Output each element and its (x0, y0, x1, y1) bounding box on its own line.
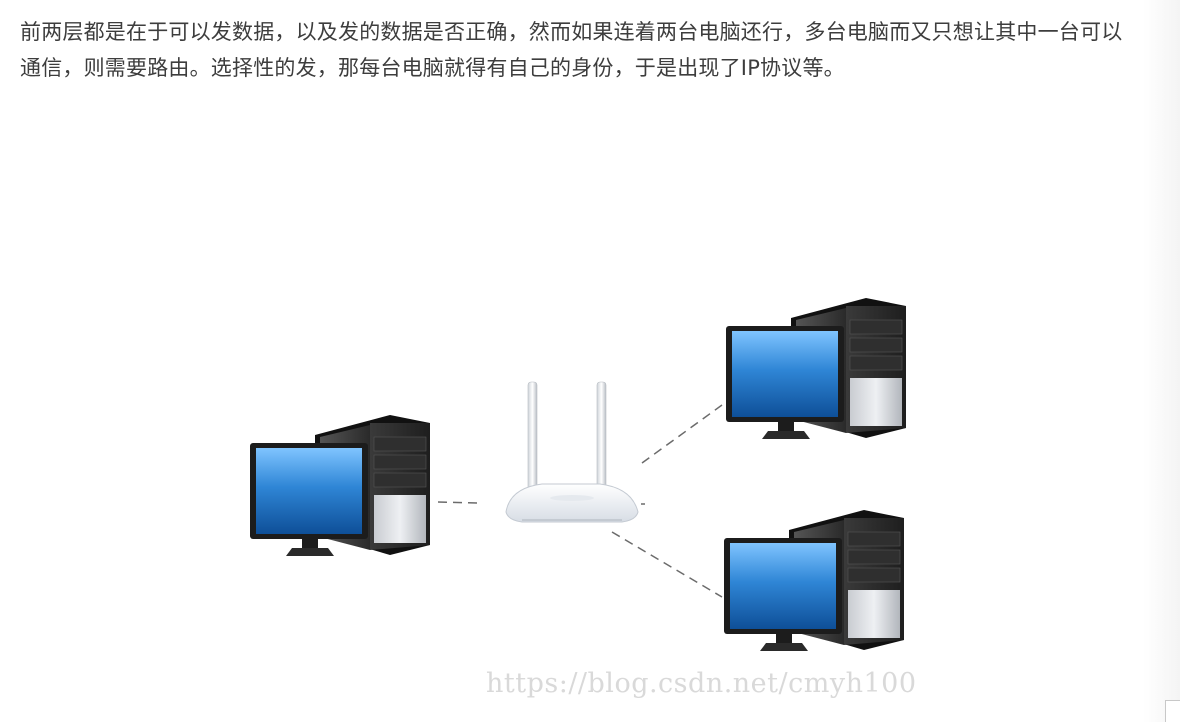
wireless-router-icon (505, 381, 639, 523)
connection-lines (437, 404, 723, 598)
desktop-computer-icon (724, 510, 904, 651)
desktop-computer-icon (726, 298, 906, 439)
scroll-corner[interactable] (1165, 700, 1180, 722)
link-router-top (641, 404, 723, 464)
desktop-computer-icon (250, 415, 430, 556)
watermark-url: https://blog.csdn.net/cmyh100 (486, 668, 917, 699)
link-left-router (437, 501, 479, 504)
page-edge-shadow (1143, 0, 1180, 722)
link-router-bottom (611, 531, 723, 598)
article-paragraph: 前两层都是在于可以发数据，以及发的数据是否正确，然而如果连着两台电脑还行，多台电… (20, 20, 1123, 80)
